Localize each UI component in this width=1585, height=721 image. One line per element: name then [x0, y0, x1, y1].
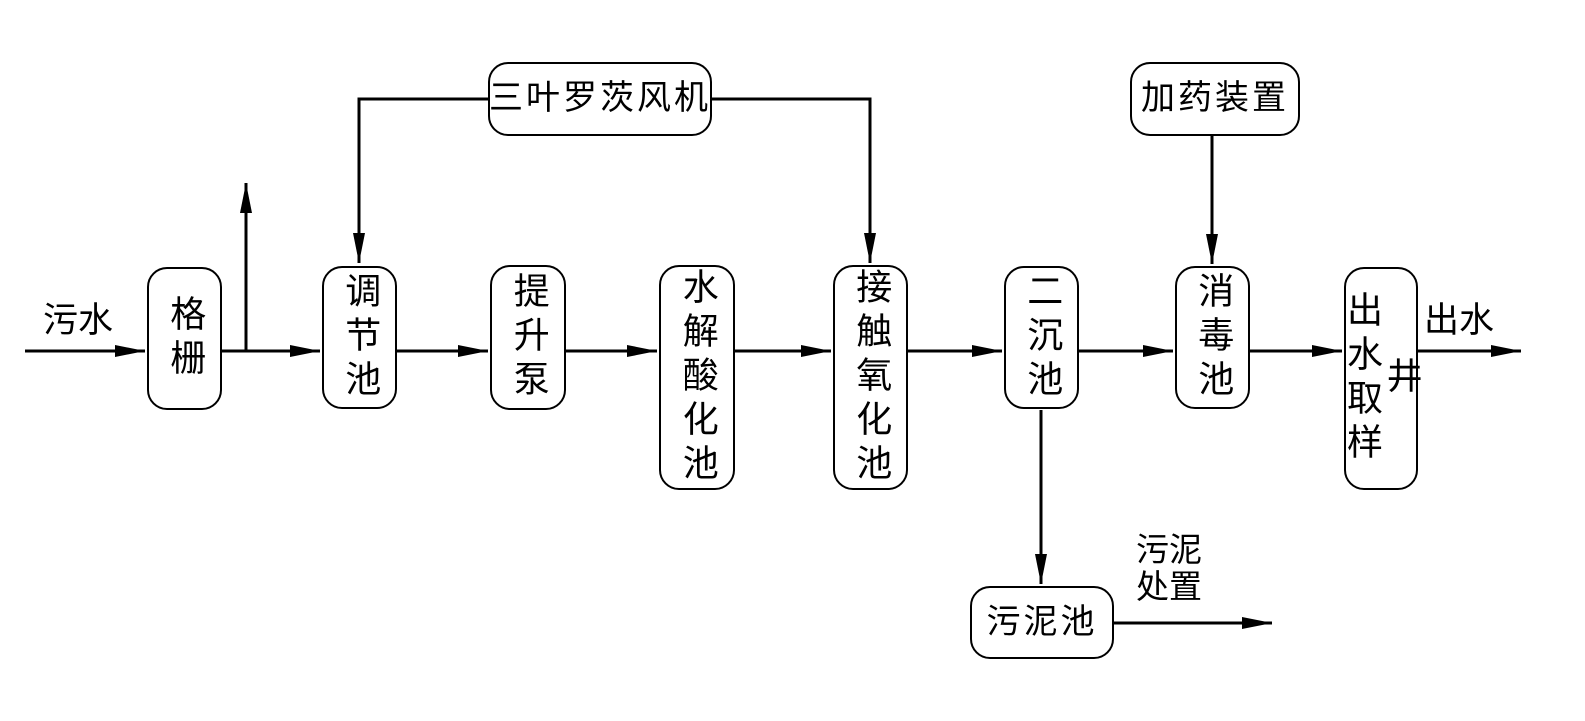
node-regulation-tank: 调节池	[322, 266, 397, 409]
node-grid: 格栅	[147, 267, 222, 410]
node-contact-oxidation-tank: 接触氧化池	[833, 265, 908, 490]
node-effluent-sampling-well: 出水取样井	[1342, 267, 1422, 490]
node-hydrolysis-acidification-tank: 水解酸化池	[659, 265, 735, 490]
node-dosing-device: 加药装置	[1130, 62, 1300, 136]
edge-blower-regulation	[353, 97, 488, 263]
influent-label: 污水	[43, 301, 114, 340]
effluent-label: 出水	[1424, 301, 1495, 340]
node-roots-blower: 三叶罗茨风机	[488, 62, 712, 136]
node-sludge-tank: 污泥池	[970, 586, 1114, 659]
edge-blower-contact	[712, 97, 876, 263]
node-secondary-sedimentation-tank: 二沉池	[1004, 266, 1079, 409]
sludge-disposal-label: 污泥处置	[1136, 533, 1202, 606]
node-lift-pump: 提升泵	[490, 265, 566, 410]
node-disinfection-tank: 消毒池	[1175, 266, 1250, 409]
